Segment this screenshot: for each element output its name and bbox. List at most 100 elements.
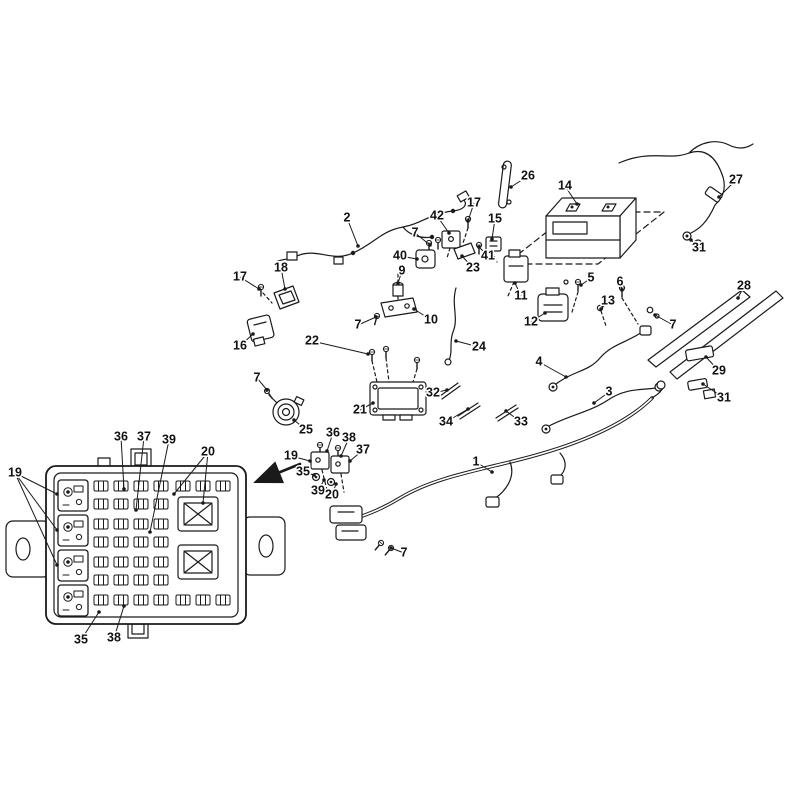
leader-line — [478, 246, 489, 257]
leader-line — [359, 402, 374, 411]
leader-dot — [396, 281, 400, 285]
callout-7: 7 — [355, 317, 362, 331]
leader-line — [293, 419, 307, 431]
leader-dot — [620, 288, 624, 292]
leader-line — [14, 472, 58, 495]
leader-line — [538, 361, 567, 378]
callout-33: 33 — [514, 414, 528, 428]
leader-dot — [412, 307, 416, 311]
callout-24: 24 — [472, 339, 486, 353]
callout-17: 17 — [467, 195, 481, 209]
callout-31: 31 — [692, 240, 706, 254]
callout-35: 35 — [296, 464, 310, 478]
leader-dot — [201, 501, 205, 505]
leader-dot — [55, 563, 59, 567]
callout-18: 18 — [274, 260, 288, 274]
leader-dot — [339, 454, 343, 458]
leader-line — [331, 483, 337, 496]
callout-26: 26 — [521, 168, 535, 182]
leader-dot — [366, 352, 370, 356]
leader-dot — [312, 473, 316, 477]
leader-line — [239, 333, 254, 347]
leader-dot — [653, 313, 657, 317]
leader-line — [349, 449, 364, 462]
leader-line — [173, 451, 209, 495]
leader-dot — [265, 388, 269, 392]
callout-7: 7 — [412, 225, 419, 239]
leader-line — [445, 408, 469, 423]
leader-dot — [689, 238, 693, 242]
leader-dot — [55, 492, 59, 496]
callout-37: 37 — [137, 429, 151, 443]
leader-line — [654, 314, 674, 326]
callout-31: 31 — [717, 390, 731, 404]
pointer-arrow — [253, 461, 302, 484]
leader-dot — [460, 254, 464, 258]
leader-line — [202, 451, 209, 504]
leader-line — [120, 436, 125, 490]
leader-line — [432, 389, 448, 394]
main-wire-harness — [329, 380, 666, 558]
leader-line — [475, 461, 493, 473]
leader-line — [239, 276, 260, 290]
leader-dot — [122, 487, 126, 491]
callout-4: 4 — [536, 354, 543, 368]
leader-dot — [490, 237, 494, 241]
callout-13: 13 — [601, 293, 615, 307]
leader-line — [399, 255, 418, 260]
leader-dot — [736, 296, 740, 300]
leader-dot — [466, 219, 470, 223]
horn — [262, 386, 305, 426]
leader-dot — [509, 185, 513, 189]
callout-9: 9 — [399, 263, 406, 277]
leader-line — [510, 175, 529, 188]
leader-dot — [292, 418, 296, 422]
callout-12: 12 — [524, 314, 538, 328]
callout-11: 11 — [514, 288, 527, 302]
callout-36: 36 — [326, 425, 340, 439]
leader-dot — [415, 257, 419, 261]
leader-line — [564, 185, 578, 205]
leader-line — [280, 267, 286, 290]
callout-38: 38 — [107, 630, 121, 644]
callout-38: 38 — [342, 430, 356, 444]
leader-line — [311, 340, 369, 355]
leader-line — [357, 316, 377, 326]
leader-line — [397, 270, 403, 284]
leader-line — [256, 377, 268, 391]
leader-dot — [704, 355, 708, 359]
leader-line — [290, 455, 311, 462]
callout-42: 42 — [430, 208, 444, 222]
callout-10: 10 — [424, 312, 438, 326]
leader-dot — [55, 528, 59, 532]
leader-dot — [428, 243, 432, 247]
frame-straps — [647, 289, 784, 400]
leader-dot — [564, 375, 568, 379]
diode-bracket — [371, 273, 418, 327]
leader-dot — [717, 195, 721, 199]
battery-strap — [497, 160, 512, 209]
leader-line — [455, 340, 480, 348]
leader-line — [340, 437, 350, 457]
callout-19: 19 — [8, 465, 22, 479]
leader-line — [702, 383, 725, 399]
callout-6: 6 — [617, 274, 624, 288]
callout-7: 7 — [254, 370, 261, 384]
leader-dot — [466, 407, 470, 411]
callout-34: 34 — [439, 414, 453, 428]
leader-dot — [122, 604, 126, 608]
leader-dot — [447, 231, 451, 235]
leader-dot — [490, 470, 494, 474]
leader-dot — [257, 287, 261, 291]
starter-relay — [537, 287, 569, 322]
leader-line — [467, 202, 475, 222]
callout-20: 20 — [201, 444, 215, 458]
battery — [505, 197, 665, 265]
relay-flasher-cluster — [415, 215, 502, 269]
leader-dot — [454, 339, 458, 343]
leader-line — [593, 391, 610, 404]
leader-line — [580, 277, 592, 286]
leader-line — [346, 217, 359, 247]
